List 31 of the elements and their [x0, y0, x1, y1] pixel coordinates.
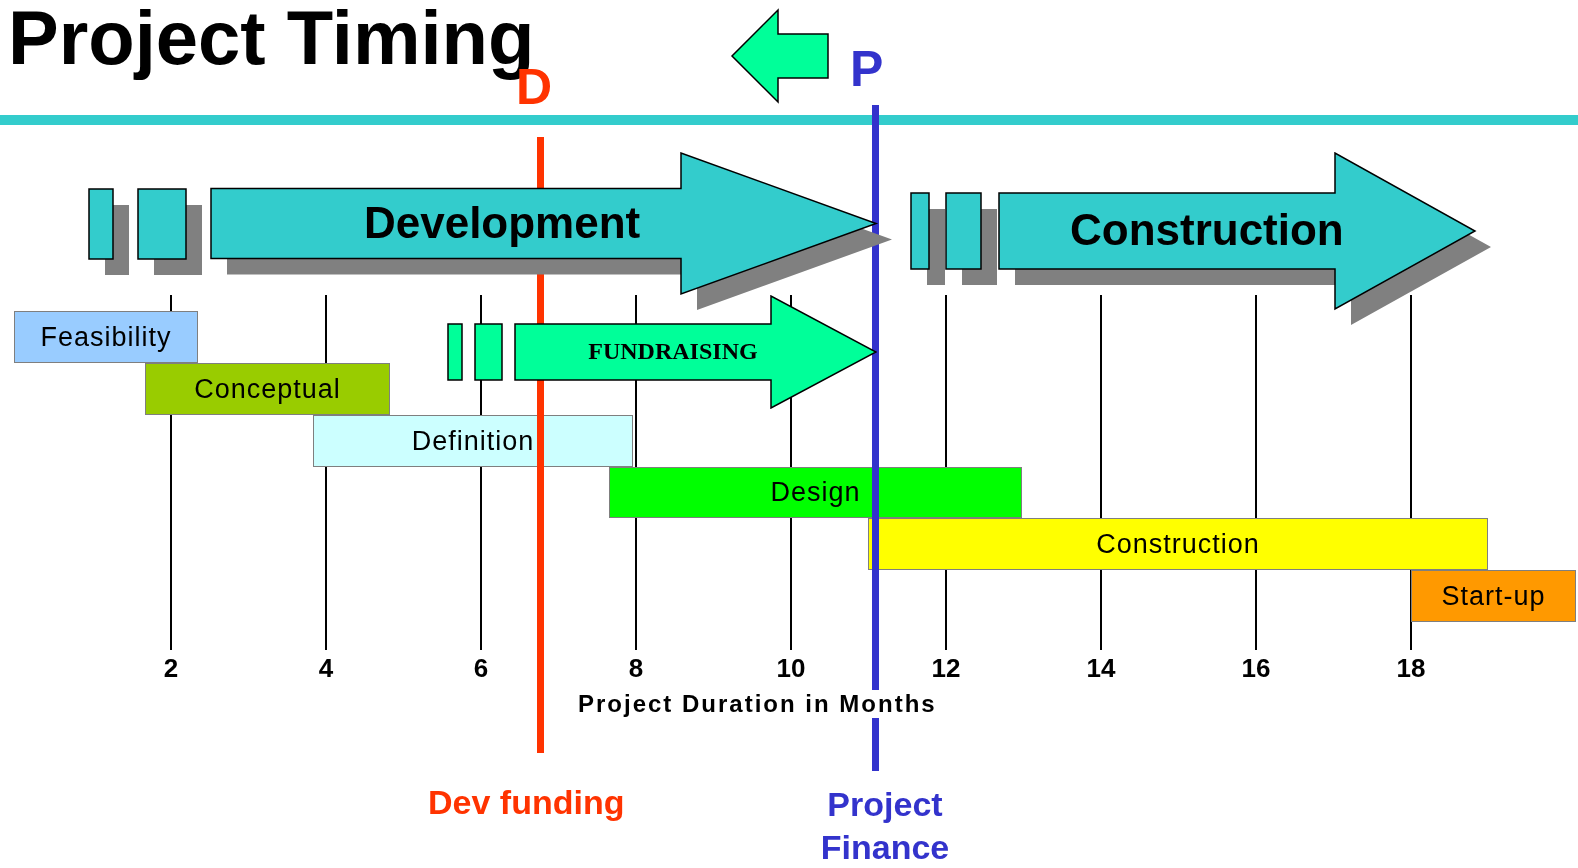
phase-label: Development — [362, 196, 642, 249]
tick-label: 8 — [627, 652, 645, 685]
tick-label: 14 — [1085, 652, 1117, 685]
phase-label: FUNDRAISING — [587, 336, 759, 366]
chevron-block — [945, 192, 998, 286]
tick-label: 18 — [1395, 652, 1427, 685]
tick-label: 4 — [317, 652, 335, 685]
phase-bar: Conceptual — [145, 363, 390, 415]
phase-bar: Construction — [868, 518, 1488, 570]
phase-bar: Start-up — [1411, 570, 1576, 622]
chevron-block — [88, 188, 130, 276]
milestone-label: Project Finance — [819, 784, 951, 868]
chevron-block — [910, 192, 946, 286]
chevron-block — [474, 323, 503, 381]
marker-letter: P — [850, 40, 884, 98]
chevron-block — [137, 188, 203, 276]
tick-label: 12 — [930, 652, 962, 685]
phase-bar: Design — [609, 467, 1022, 518]
phase-bar: Feasibility — [14, 311, 198, 363]
phase-bar: Definition — [313, 415, 633, 467]
phase-banner — [210, 152, 893, 311]
tick-label: 2 — [162, 652, 180, 685]
tick-label: 16 — [1240, 652, 1272, 685]
axis-title: Project Duration in Months — [578, 690, 937, 718]
phase-label: Construction — [1069, 204, 1345, 256]
phase-banner — [998, 152, 1492, 326]
chevron-block — [447, 323, 463, 381]
milestone-label: Dev funding — [428, 783, 625, 822]
tick-label: 6 — [472, 652, 490, 685]
phase-banner — [514, 295, 877, 409]
tick-label: 10 — [775, 652, 807, 685]
